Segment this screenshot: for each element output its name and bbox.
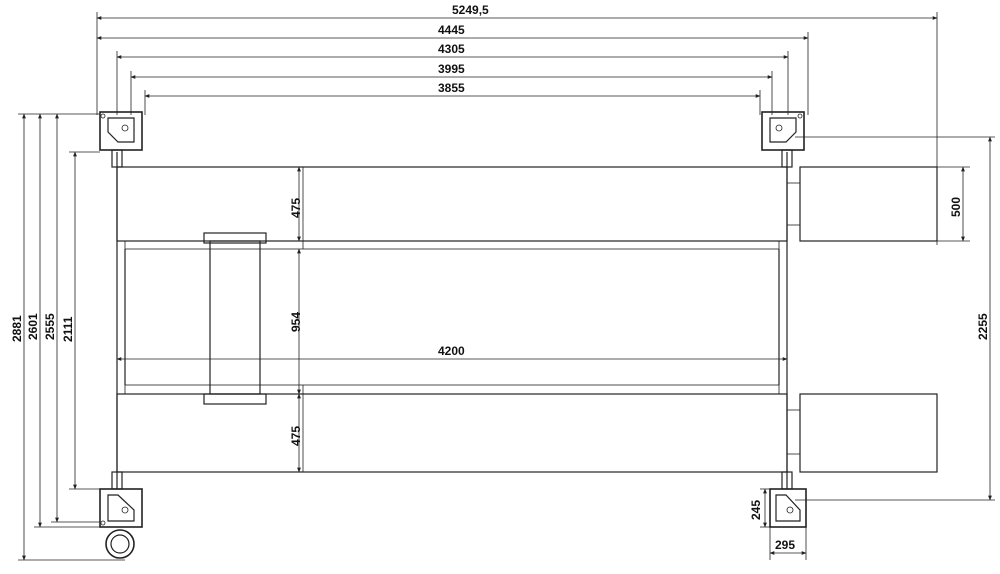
post-column: [111, 149, 123, 168]
dim-height-2555: 2555: [43, 313, 57, 340]
dim-outer-width: 2255: [976, 313, 990, 340]
caster-wheel-icon: [105, 529, 135, 559]
dim-height-2111: 2111: [61, 316, 75, 342]
dim-column-span-outer: 4445: [438, 23, 465, 37]
post-top-right: [761, 111, 805, 168]
jack-body: [209, 240, 261, 395]
bolt-icon: [100, 520, 106, 526]
dim-runway-width-upper: 475: [289, 198, 303, 218]
post-bottom-right: 245 295: [749, 471, 807, 560]
upper-runway-edge: [124, 240, 780, 250]
upper-runway: 475: [116, 166, 938, 250]
bolt-icon: [100, 113, 106, 119]
bolt-icon: [786, 506, 794, 514]
caster-wheel-hub: [110, 534, 130, 554]
post-bracket: [769, 117, 797, 143]
side-rails: [116, 152, 788, 489]
center-dimensions: 954 4200: [116, 248, 788, 395]
post-plate: [769, 488, 807, 528]
left-dimensions: 2881 2601 2555 2111: [10, 113, 125, 561]
jack-top-plate: [203, 232, 267, 244]
dim-post-depth: 245: [749, 500, 763, 520]
upper-ramp: [799, 166, 938, 242]
post-plate: [99, 488, 143, 528]
post-bottom-left: [99, 471, 143, 559]
post-bracket: [775, 494, 801, 522]
dim-ramp-width: 500: [949, 197, 963, 217]
bolt-icon: [121, 506, 129, 514]
dim-runway-gap: 954: [289, 312, 303, 332]
dim-post-width: 295: [775, 538, 795, 552]
dim-column-span-inner: 3995: [438, 62, 465, 76]
upper-runway-deck: [116, 166, 788, 242]
bolt-icon: [121, 124, 129, 132]
dim-runway-length: 4200: [438, 344, 465, 358]
dim-column-span-min: 3855: [438, 81, 465, 95]
ramp-hinge: [786, 182, 801, 226]
dim-height-2601: 2601: [26, 313, 40, 340]
bolt-icon: [797, 113, 803, 119]
ramp-hinge: [786, 409, 801, 455]
post-bracket: [107, 494, 135, 522]
dim-runway-width-lower: 475: [289, 426, 303, 446]
dim-column-span-mid: 4305: [438, 42, 465, 56]
post-column: [781, 149, 793, 168]
dim-total-height: 2881: [10, 315, 24, 342]
top-dimensions: 5249,5 4445 4305 3995 3855: [96, 3, 938, 245]
rolling-jack: [203, 232, 267, 405]
bolt-icon: [775, 124, 783, 132]
lower-runway-deck: [116, 393, 788, 473]
lower-ramp: [799, 393, 938, 473]
lower-runway-edge: [124, 384, 780, 395]
lower-runway: 475: [116, 384, 938, 473]
post-bracket: [107, 117, 135, 143]
dim-overall-length: 5249,5: [452, 3, 489, 17]
jack-bottom-plate: [203, 393, 267, 405]
post-top-left: [99, 111, 143, 168]
right-dimensions: 2255 500: [795, 136, 995, 501]
